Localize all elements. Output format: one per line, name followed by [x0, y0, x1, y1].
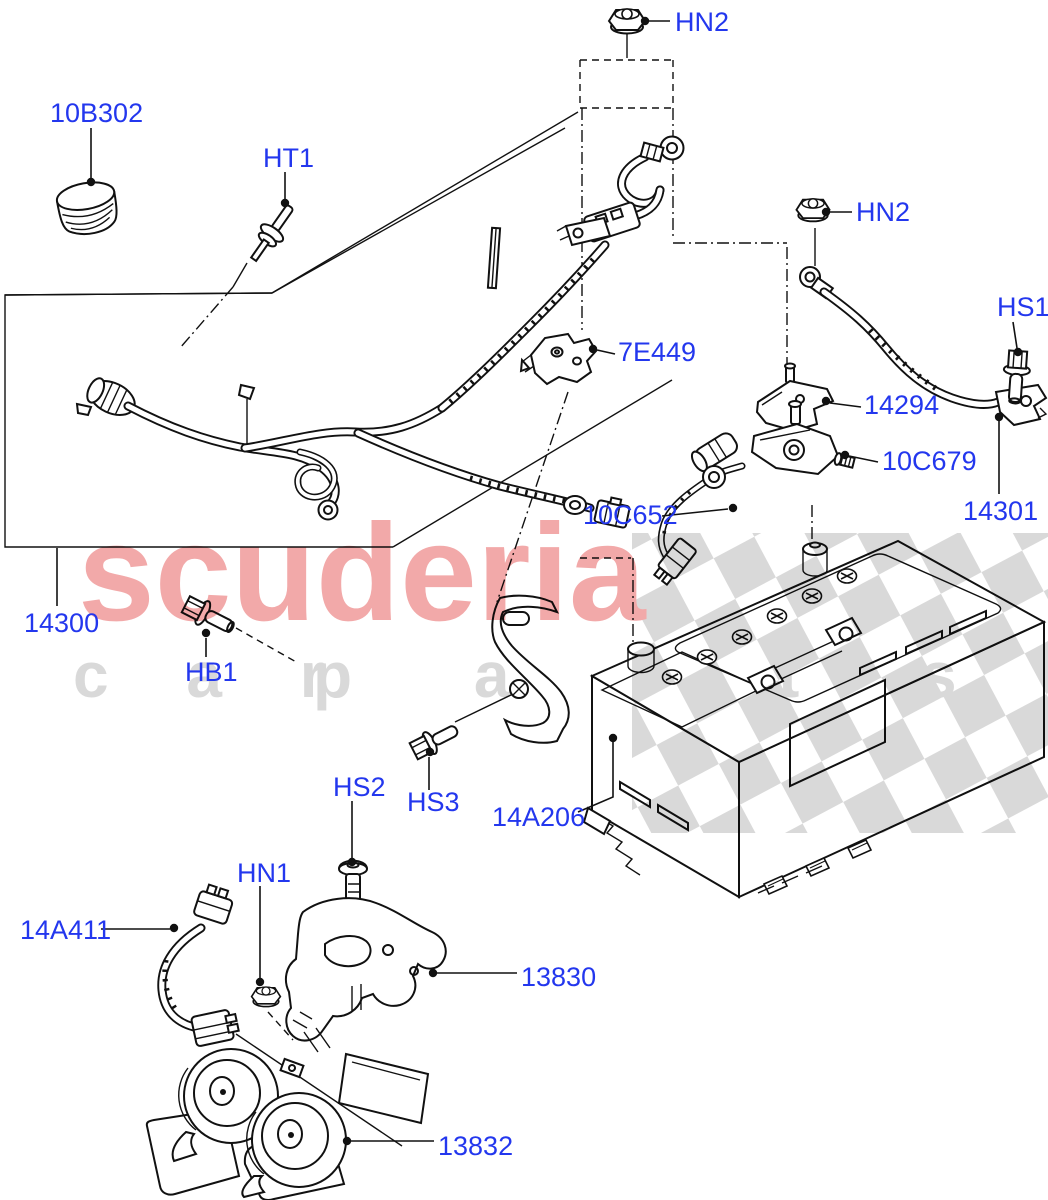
checkered-flag	[632, 533, 1048, 833]
stud-ht1-drawing	[249, 204, 294, 263]
bolt-hs1	[1002, 349, 1031, 405]
bolt-hb1	[180, 594, 235, 634]
bracket-7E449-drawing	[519, 332, 598, 386]
part-label-ht1: HT1	[263, 143, 314, 173]
battery-terminal-clamp-10C679	[690, 400, 856, 476]
part-label-14A411: 14A411	[20, 915, 111, 945]
part-label-10C679: 10C679	[882, 446, 977, 476]
part-label-13832: 13832	[438, 1131, 513, 1161]
bracket-14294-drawing	[755, 362, 835, 433]
part-label-hs2: HS2	[333, 772, 386, 802]
harness-box-14300	[4, 127, 566, 548]
part-label-hn1: HN1	[237, 858, 291, 888]
part-label-hs1: HS1	[997, 292, 1048, 322]
horn-jumper-14A411	[157, 883, 240, 1047]
part-label-14301: 14301	[963, 496, 1038, 526]
part-label-10B302: 10B302	[50, 98, 143, 128]
part-label-14294: 14294	[864, 390, 939, 420]
cap-10B302-drawing	[55, 181, 118, 235]
watermark-word-parts: p a r t s	[313, 639, 1009, 711]
part-label-hb1: HB1	[185, 657, 238, 687]
part-label-hs3: HS3	[407, 787, 460, 817]
watermark-brand: scuderia	[78, 496, 647, 650]
horn-bracket-13830-drawing	[284, 897, 447, 1042]
bolt-hs3	[408, 725, 459, 761]
part-label-14A206: 14A206	[492, 802, 585, 832]
positive-terminal-assembly	[486, 135, 685, 290]
leader-dots	[86, 16, 1023, 1146]
part-label-13830: 13830	[521, 962, 596, 992]
harness-clip	[237, 383, 256, 445]
horns-13832-drawing	[145, 1027, 430, 1200]
leader-lines	[56, 20, 1018, 1142]
watermark: scuderia c a r p a r t s	[73, 496, 1048, 833]
nut-hn1	[250, 986, 282, 1008]
part-label-7E449: 7E449	[618, 337, 696, 367]
part-label-10C652: 10C652	[583, 500, 678, 530]
watermark-word-car: c a r	[73, 639, 355, 711]
part-label-hn2-right: HN2	[856, 197, 910, 227]
part-label-14300: 14300	[24, 608, 99, 638]
harness-14300-drawing	[75, 240, 631, 529]
part-label-hn2-top: HN2	[675, 7, 729, 37]
bracket-14A206-drawing	[491, 594, 570, 744]
part-callouts: HN2 10B302 HT1 7E449 HN2 HS1 14294 10C67…	[20, 7, 1048, 1161]
